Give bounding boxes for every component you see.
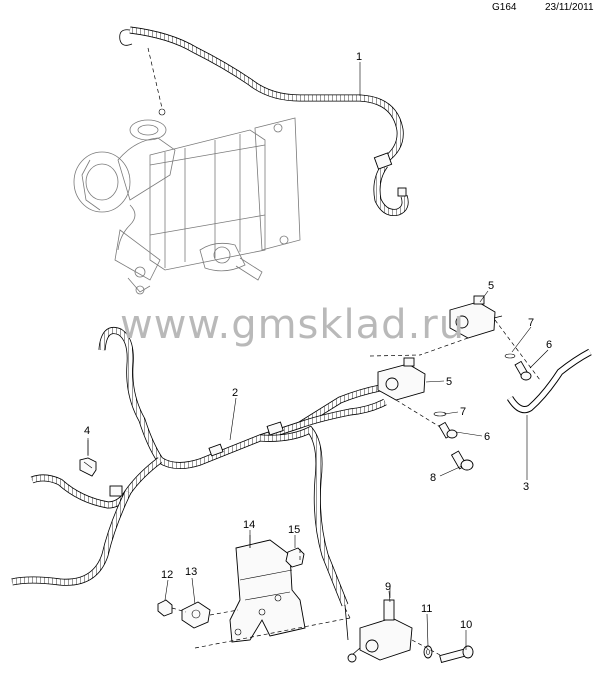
vacuum-hose-2 [11,327,387,641]
nut-15 [285,547,305,568]
solenoid-valve-5-lower [369,354,446,431]
diagram-date: 23/11/2011 [545,2,594,13]
callout-5-lower: 5 [446,376,452,388]
callout-14: 14 [243,519,255,531]
callout-11: 11 [421,603,432,615]
callout-6-upper: 6 [546,339,552,351]
callout-10: 10 [460,619,472,631]
screw-6-lower [438,421,458,439]
screw-6-upper [514,360,532,381]
diagram-code: G164 [492,2,517,13]
callout-8: 8 [430,472,436,484]
callout-6-lower: 6 [484,431,490,443]
callout-9: 9 [385,581,391,593]
callout-1: 1 [356,51,362,63]
nut-12 [157,599,173,617]
callout-13: 13 [185,566,197,578]
callout-leaders [87,62,549,650]
vacuum-hose-3 [507,348,592,414]
callout-2: 2 [232,387,238,399]
washer-11 [423,645,433,659]
bolt-8 [450,450,474,471]
watermark: www.gmsklad.ru [120,302,465,348]
callout-7-lower: 7 [460,406,466,418]
vacuum-hose-1 [119,26,409,216]
callout-7-upper: 7 [528,317,534,329]
egr-cooler-assembly [73,117,301,295]
grommet-13 [181,601,211,629]
vacuum-valve-9 [347,588,413,663]
callout-4: 4 [84,425,90,437]
callout-5-upper: 5 [488,280,494,292]
callout-12: 12 [161,569,173,581]
bolt-10 [439,645,474,664]
callout-15: 15 [288,524,300,536]
washer-7-upper [504,353,516,359]
solenoid-valve-5-upper [419,295,541,381]
callout-3: 3 [523,481,529,493]
